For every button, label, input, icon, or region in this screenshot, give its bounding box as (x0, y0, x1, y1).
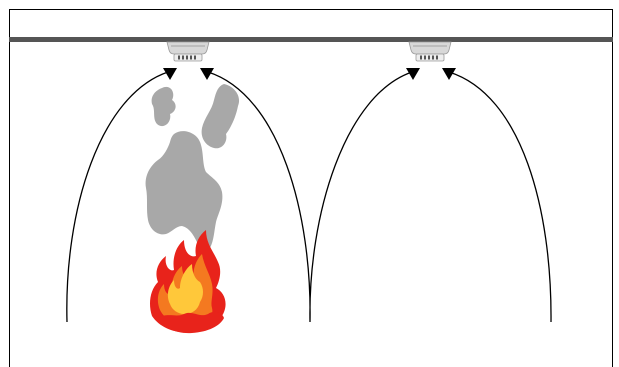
room-outline (10, 10, 613, 367)
ceiling-slab (9, 37, 613, 42)
